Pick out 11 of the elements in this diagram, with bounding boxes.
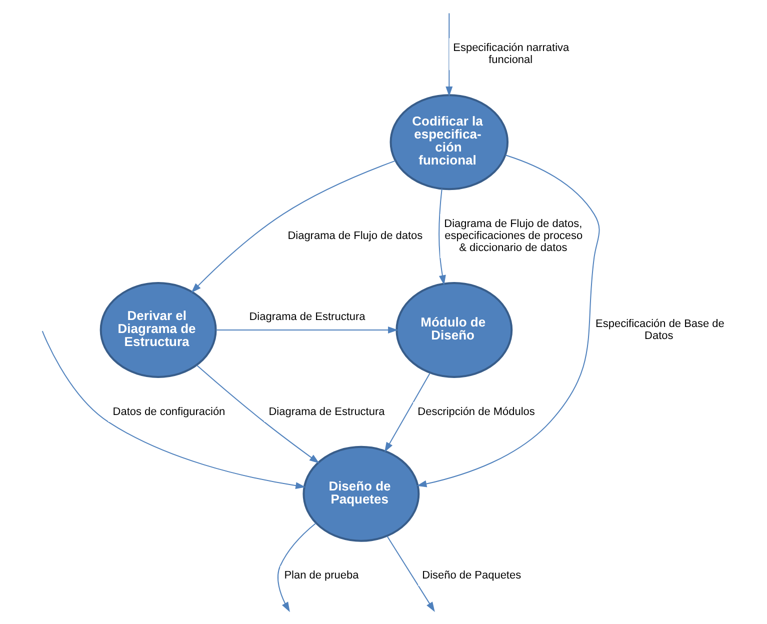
edge-label: Diagrama de Flujo de datos — [287, 230, 422, 242]
edge-label: Especificación narrativa funcional — [452, 42, 569, 66]
edge-label: Descripción de Módulos — [417, 406, 534, 418]
node-label: Diseño de Paquetes — [422, 570, 521, 582]
edge-label: Diseño de Paquetes — [328, 478, 390, 506]
edge-label: Especificación de Base de Datos — [595, 318, 724, 342]
edge-label: Diagrama de Flujo de datos, especificaciones de proceso & diccionario de datos — [444, 218, 582, 254]
edge-label: Datos de configuración — [112, 406, 225, 418]
edge-label: Plan de prueba — [284, 570, 358, 582]
edge-label: Diagrama de Estructura — [268, 406, 384, 418]
edge-label: Diagrama de Estructura — [248, 310, 365, 323]
